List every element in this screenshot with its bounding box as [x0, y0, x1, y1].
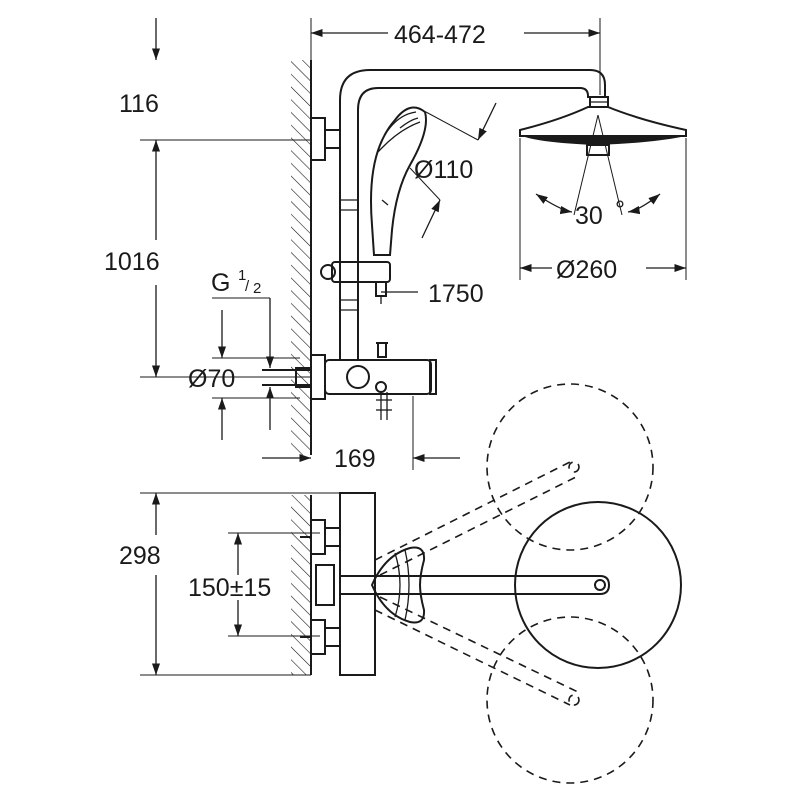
thermostat-mixer	[310, 342, 437, 420]
dimension-head-diameter: Ø260	[519, 138, 687, 284]
dimension-top-width: 464-472	[310, 18, 601, 95]
top-view: 298 150±15	[119, 383, 682, 784]
label-1016: 1016	[104, 248, 160, 276]
label-298: 298	[119, 542, 161, 570]
thread-label: G 1 / 2	[211, 267, 275, 368]
dimension-handshower-diameter: Ø110	[409, 102, 497, 239]
label-116: 116	[119, 90, 159, 118]
angle-30-degree: 30 °	[535, 114, 661, 230]
shower-arm-swivel-positions	[374, 461, 581, 706]
dimension-1016: 1016	[104, 140, 311, 378]
label-head-diameter: Ø260	[556, 256, 617, 284]
hand-shower-holder	[320, 261, 391, 304]
hand-shower	[370, 106, 427, 256]
dimension-298: 298	[119, 492, 375, 676]
label-169: 169	[334, 445, 376, 473]
shower-arm-top-view	[340, 575, 611, 595]
label-thread-g: G	[211, 269, 230, 297]
dimension-169: 169	[262, 396, 460, 473]
label-degree: °	[615, 196, 625, 224]
thermostat-top-view	[300, 492, 376, 676]
label-thread-den: 2	[253, 280, 261, 297]
wall-inlet-pipes	[262, 367, 312, 388]
wall-hatch-top	[291, 495, 312, 675]
label-spacing: 150±15	[188, 574, 271, 602]
shower-riser-pipe	[310, 69, 606, 360]
label-handshower-diameter: Ø110	[414, 156, 473, 184]
dimension-116: 116	[119, 18, 311, 141]
dimension-70: Ø70	[188, 310, 300, 440]
label-1750: 1750	[428, 280, 484, 308]
dimension-1750: 1750	[381, 280, 484, 308]
wall-hatch-front	[291, 60, 312, 455]
overhead-shower-head	[519, 96, 687, 156]
hand-shower-top-view	[370, 546, 426, 624]
label-top-width: 464-472	[394, 21, 486, 49]
shower-head-top-view	[486, 383, 682, 784]
dimension-spacing: 150±15	[188, 532, 320, 637]
front-view: 464-472 116 1016	[104, 18, 687, 473]
label-dia-70: Ø70	[188, 365, 235, 393]
label-angle: 30	[575, 202, 603, 230]
label-thread-num: 1	[238, 267, 246, 284]
svg-text:/: /	[245, 278, 250, 295]
